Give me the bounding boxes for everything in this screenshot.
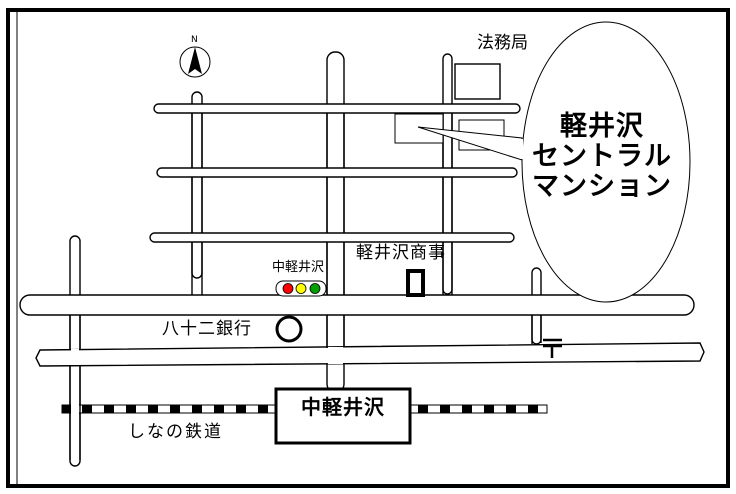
target-line-2: セントラル	[532, 141, 672, 172]
label-shop: 軽井沢商事	[356, 243, 446, 263]
label-railway: しなの鉄道	[128, 422, 223, 442]
label-legal-affairs-bureau: 法務局	[477, 33, 528, 53]
station-box	[274, 387, 412, 445]
compass-icon: N	[179, 35, 211, 78]
label-station: 中軽井沢	[301, 395, 385, 419]
label-signal: 中軽井沢	[272, 260, 325, 275]
road-main	[19, 294, 695, 316]
target-building	[394, 113, 444, 144]
shop-marker	[406, 269, 425, 297]
post-office-icon	[543, 338, 562, 358]
road-diagonal	[35, 342, 705, 367]
target-line-3: マンション	[532, 171, 672, 202]
bank-marker	[275, 315, 303, 343]
traffic-signal-icon	[275, 280, 327, 297]
callout-bubble	[521, 21, 691, 303]
legal-bureau-building	[454, 63, 501, 100]
label-bank: 八十二銀行	[162, 319, 252, 339]
target-mansion-label: 軽井沢 セントラル マンション	[522, 112, 682, 202]
road-v3	[326, 51, 345, 393]
target-line-1: 軽井沢	[560, 111, 644, 142]
svg-text:N: N	[191, 35, 198, 45]
road-v2	[191, 91, 203, 279]
